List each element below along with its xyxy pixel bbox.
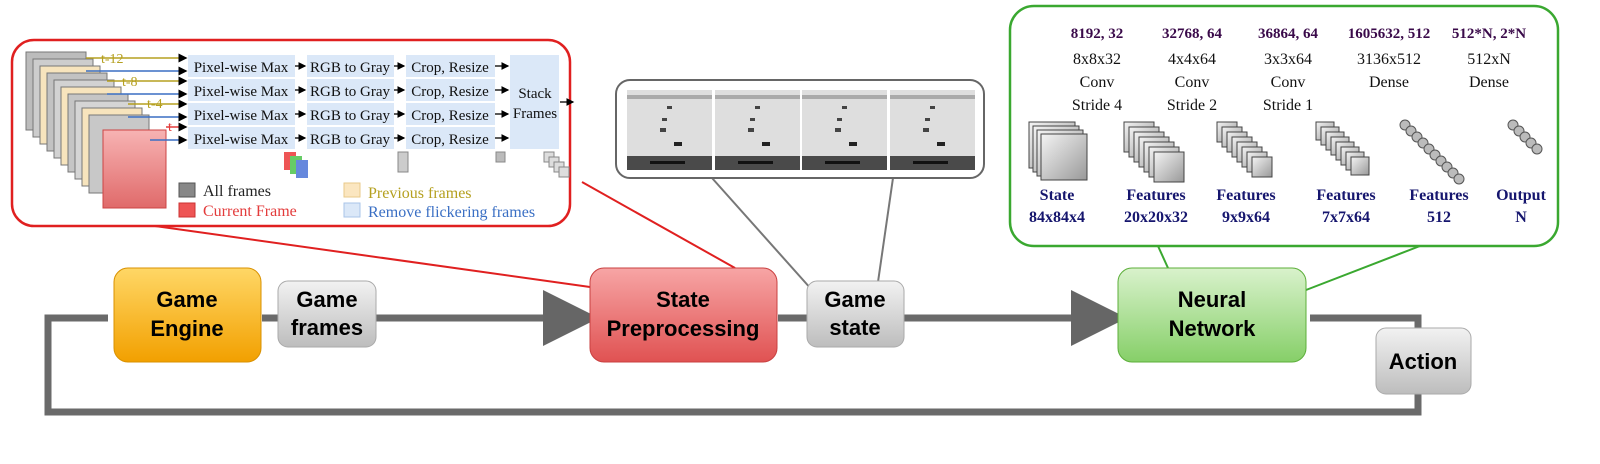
layer1-label-1: State: [1040, 187, 1075, 204]
state-preprocessing-node: State Preprocessing: [589, 267, 778, 363]
game-engine-node: Game Engine: [113, 267, 262, 363]
layer4-label-2: 7x7x64: [1322, 209, 1370, 226]
network-callout-connector: [1157, 245, 1169, 269]
step-rgb-gray-4: RGB to Gray: [310, 132, 390, 148]
legend-current-frame: Current Frame: [203, 203, 297, 220]
game-engine-label-1: Game: [156, 287, 217, 312]
step-rgb-gray-1: RGB to Gray: [310, 60, 390, 76]
legend-remove-flickering: Remove flickering frames: [368, 204, 535, 221]
layer1-params: 8192, 32: [1071, 26, 1124, 42]
state-callout-connector-2: [877, 177, 894, 283]
layer3-spec-3: Stride 1: [1263, 97, 1313, 114]
layer3-spec-1: 3x3x64: [1264, 51, 1312, 68]
game-state-label-2: state: [829, 315, 880, 340]
game-screenshot-3: [802, 90, 887, 170]
layer2-label-2: 20x20x32: [1124, 209, 1188, 226]
time-label-t-8: t-8: [122, 75, 138, 90]
neural-network-label-1: Neural: [1178, 287, 1246, 312]
state-tensor-icon: [1028, 121, 1088, 181]
step-pixel-max-1: Pixel-wise Max: [194, 60, 289, 76]
layer4-spec-2: Dense: [1369, 74, 1409, 91]
network-callout-connector-2: [1305, 245, 1421, 291]
game-screenshot-2: [715, 90, 800, 170]
frame-input-arrows: [86, 53, 188, 145]
stack-label-2: Frames: [513, 106, 557, 122]
action-label: Action: [1389, 349, 1457, 374]
step-pixel-max-3: Pixel-wise Max: [194, 108, 289, 124]
stack-frames-box: [510, 55, 559, 149]
layer1-spec-2: Conv: [1080, 74, 1115, 91]
network-callout: 8192, 32 8x8x32 Conv Stride 4 32768, 64 …: [1008, 4, 1560, 248]
preprocessing-callout: t-12 t-8 t-4 t Pixel-wise Max RGB to Gra…: [10, 38, 575, 228]
step-crop-resize-1: Crop, Resize: [411, 60, 489, 76]
layer3-label-2: 9x9x64: [1222, 209, 1270, 226]
step-crop-resize-2: Crop, Resize: [411, 84, 489, 100]
state-preprocessing-label-1: State: [656, 287, 710, 312]
game-screenshot-1: [627, 90, 712, 170]
layer4-spec-1: 3136x512: [1357, 51, 1421, 68]
state-callout-connector: [711, 177, 813, 291]
layer3-label-1: Features: [1216, 187, 1275, 204]
game-frames-label-2: frames: [291, 315, 363, 340]
layer5-spec-1: 512xN: [1467, 51, 1511, 68]
layer5-spec-2: Dense: [1469, 74, 1509, 91]
game-state-label-1: Game: [824, 287, 885, 312]
stack-label-1: Stack: [518, 86, 552, 102]
features-7x7-icon: [1315, 121, 1370, 176]
state-preprocessing-label-2: Preprocessing: [607, 316, 760, 341]
preprocessing-legend: All frames Current Frame Previous frames…: [178, 182, 535, 221]
layer2-spec-1: 4x4x64: [1168, 51, 1216, 68]
step-arrows: [295, 62, 575, 142]
processing-rows: Pixel-wise Max RGB to Gray Crop, Resize …: [188, 55, 575, 149]
layer4-params: 1605632, 512: [1348, 26, 1431, 42]
legend-previous-frames: Previous frames: [368, 185, 472, 202]
preprocess-callout-connector: [154, 225, 591, 288]
output-label-2: N: [1515, 209, 1527, 226]
layer1-spec-3: Stride 4: [1072, 97, 1122, 114]
layer4-label-1: Features: [1316, 187, 1375, 204]
frame-stack: [25, 51, 167, 209]
layer3-params: 36864, 64: [1258, 26, 1319, 42]
game-frames-node: Game frames: [277, 280, 377, 348]
layer5-label-2: 512: [1427, 209, 1451, 226]
layer1-spec-1: 8x8x32: [1073, 51, 1121, 68]
layer5-label-1: Features: [1409, 187, 1468, 204]
step-crop-resize-3: Crop, Resize: [411, 108, 489, 124]
layer5-params: 512*N, 2*N: [1452, 26, 1526, 42]
layer2-params: 32768, 64: [1162, 26, 1223, 42]
features-512-icon: [1399, 119, 1465, 185]
game-state-callout: [615, 79, 985, 179]
action-node: Action: [1375, 327, 1472, 395]
game-state-node: Game state: [806, 280, 905, 348]
features-9x9-icon: [1216, 121, 1273, 178]
feedback-loop-line: [44, 314, 1422, 416]
output-label-1: Output: [1496, 187, 1546, 204]
layer2-spec-2: Conv: [1175, 74, 1210, 91]
game-screenshot-4: [890, 90, 975, 170]
game-frames-label-1: Game: [296, 287, 357, 312]
neural-network-label-2: Network: [1169, 316, 1257, 341]
layer2-label-1: Features: [1126, 187, 1185, 204]
features-20x20-icon: [1123, 121, 1185, 183]
step-pixel-max-4: Pixel-wise Max: [194, 132, 289, 148]
neural-network-node: Neural Network: [1117, 267, 1307, 363]
current-frame-box: [102, 129, 167, 209]
intermediate-thumbnails: [284, 151, 570, 178]
step-rgb-gray-2: RGB to Gray: [310, 84, 390, 100]
time-label-t-12: t-12: [101, 52, 124, 67]
output-icon: [1507, 119, 1543, 155]
step-pixel-max-2: Pixel-wise Max: [194, 84, 289, 100]
legend-all-frames: All frames: [203, 183, 271, 200]
layer2-spec-3: Stride 2: [1167, 97, 1217, 114]
step-crop-resize-4: Crop, Resize: [411, 132, 489, 148]
preprocess-callout-connector-2: [581, 181, 736, 269]
layer1-label-2: 84x84x4: [1029, 209, 1085, 226]
layer3-spec-2: Conv: [1271, 74, 1306, 91]
game-engine-label-2: Engine: [150, 316, 223, 341]
step-rgb-gray-3: RGB to Gray: [310, 108, 390, 124]
